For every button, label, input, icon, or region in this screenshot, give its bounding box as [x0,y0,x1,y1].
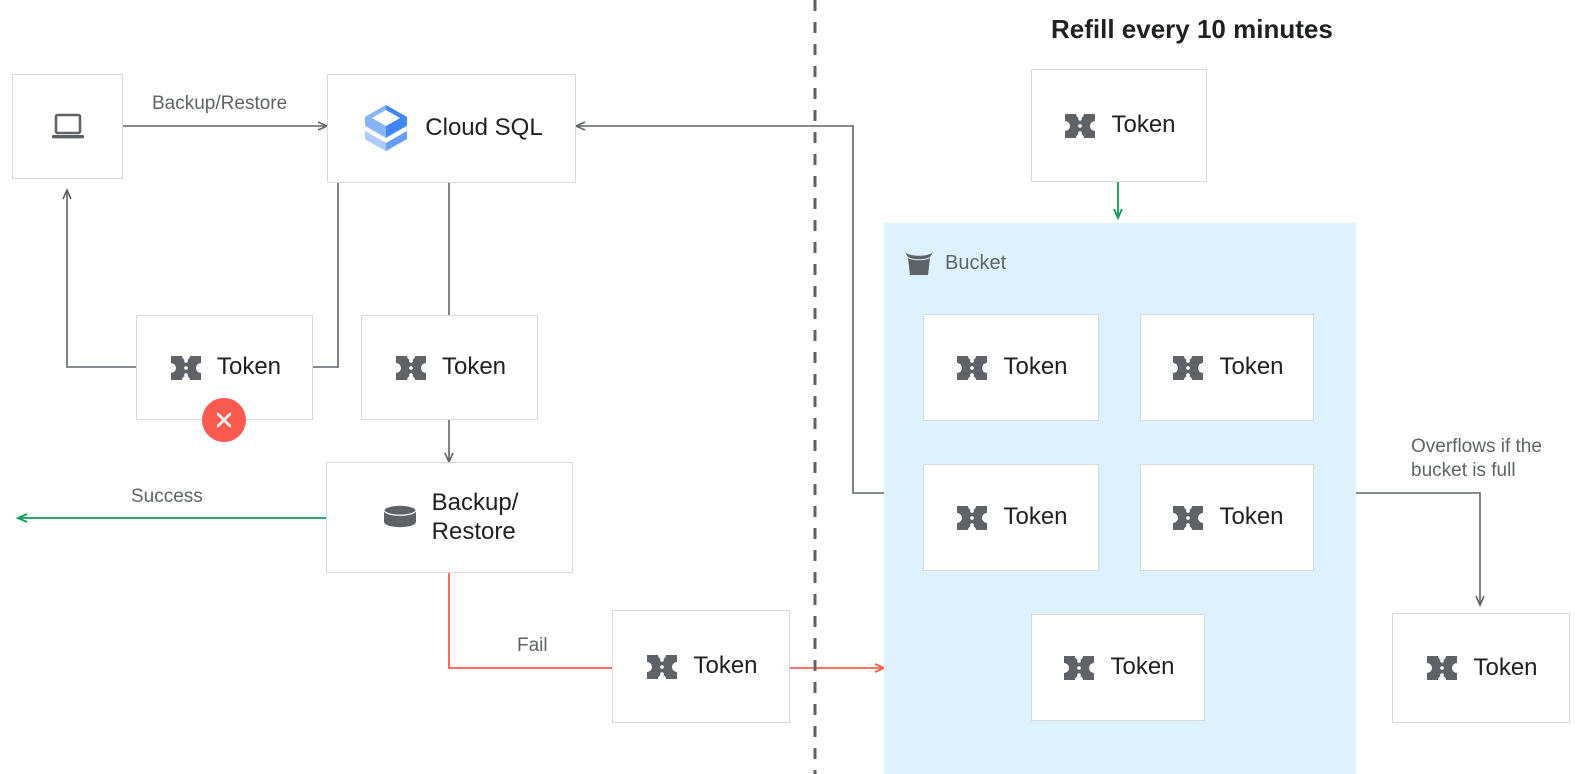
node-cloud-sql-label: Cloud SQL [425,114,543,142]
node-backup-restore-label: Backup/ Restore [431,488,519,545]
edge-bucket-to-cloudsql [574,121,884,494]
token-icon [954,503,990,533]
bucket-caption: Bucket [903,248,1006,278]
node-bucket-token-1[interactable]: Token [923,314,1099,421]
node-token-used-label: Token [441,353,507,381]
node-backup-restore[interactable]: Backup/ Restore [326,462,573,573]
node-bucket-token-4[interactable]: Token [1140,464,1314,571]
laptop-icon [51,113,85,141]
error-x-icon [202,398,246,442]
token-icon [954,353,990,383]
node-token-fail-label: Token [693,652,758,680]
token-icon [393,353,429,383]
token-icon [1424,653,1460,683]
node-token-fail[interactable]: Token [612,610,790,723]
node-bucket-token-3[interactable]: Token [923,464,1099,571]
node-token-overflow-label: Token [1473,653,1538,681]
node-bucket-token-2[interactable]: Token [1140,314,1314,421]
node-bucket-token-5-label: Token [1110,653,1175,681]
edge-cloudsql-to-token-failed [313,183,339,368]
node-token-overflow[interactable]: Token [1392,613,1570,723]
node-client[interactable] [12,74,123,179]
node-bucket-token-5[interactable]: Token [1031,614,1205,721]
token-icon [168,353,204,383]
token-icon [1170,503,1206,533]
token-icon [1062,111,1098,141]
database-icon [381,503,419,533]
node-cloud-sql[interactable]: Cloud SQL [327,74,576,183]
edge-token-failed-to-client [62,188,136,368]
bucket-icon [903,248,935,278]
cloud-sql-icon [360,101,412,157]
edge-label-fail: Fail [517,635,548,656]
edge-label-success: Success [131,486,203,507]
edge-label-backup-restore: Backup/Restore [152,93,288,114]
node-token-refill[interactable]: Token [1031,69,1207,182]
token-icon [1170,353,1206,383]
bucket-caption-label: Bucket [945,251,1007,274]
node-token-used[interactable]: Token [361,315,538,420]
edge-label-overflow: Overflows if the bucket is full [1411,436,1542,481]
token-icon [644,652,680,682]
node-bucket-token-2-label: Token [1219,353,1284,381]
token-icon [1061,653,1097,683]
edge-overflow [1356,492,1485,607]
node-bucket-token-1-label: Token [1003,353,1068,381]
page-title-refill: Refill every 10 minutes [1051,14,1333,44]
node-token-failed-label: Token [216,353,282,381]
node-token-refill-label: Token [1111,111,1176,139]
node-bucket-token-3-label: Token [1003,503,1068,531]
node-bucket-token-4-label: Token [1219,503,1284,531]
